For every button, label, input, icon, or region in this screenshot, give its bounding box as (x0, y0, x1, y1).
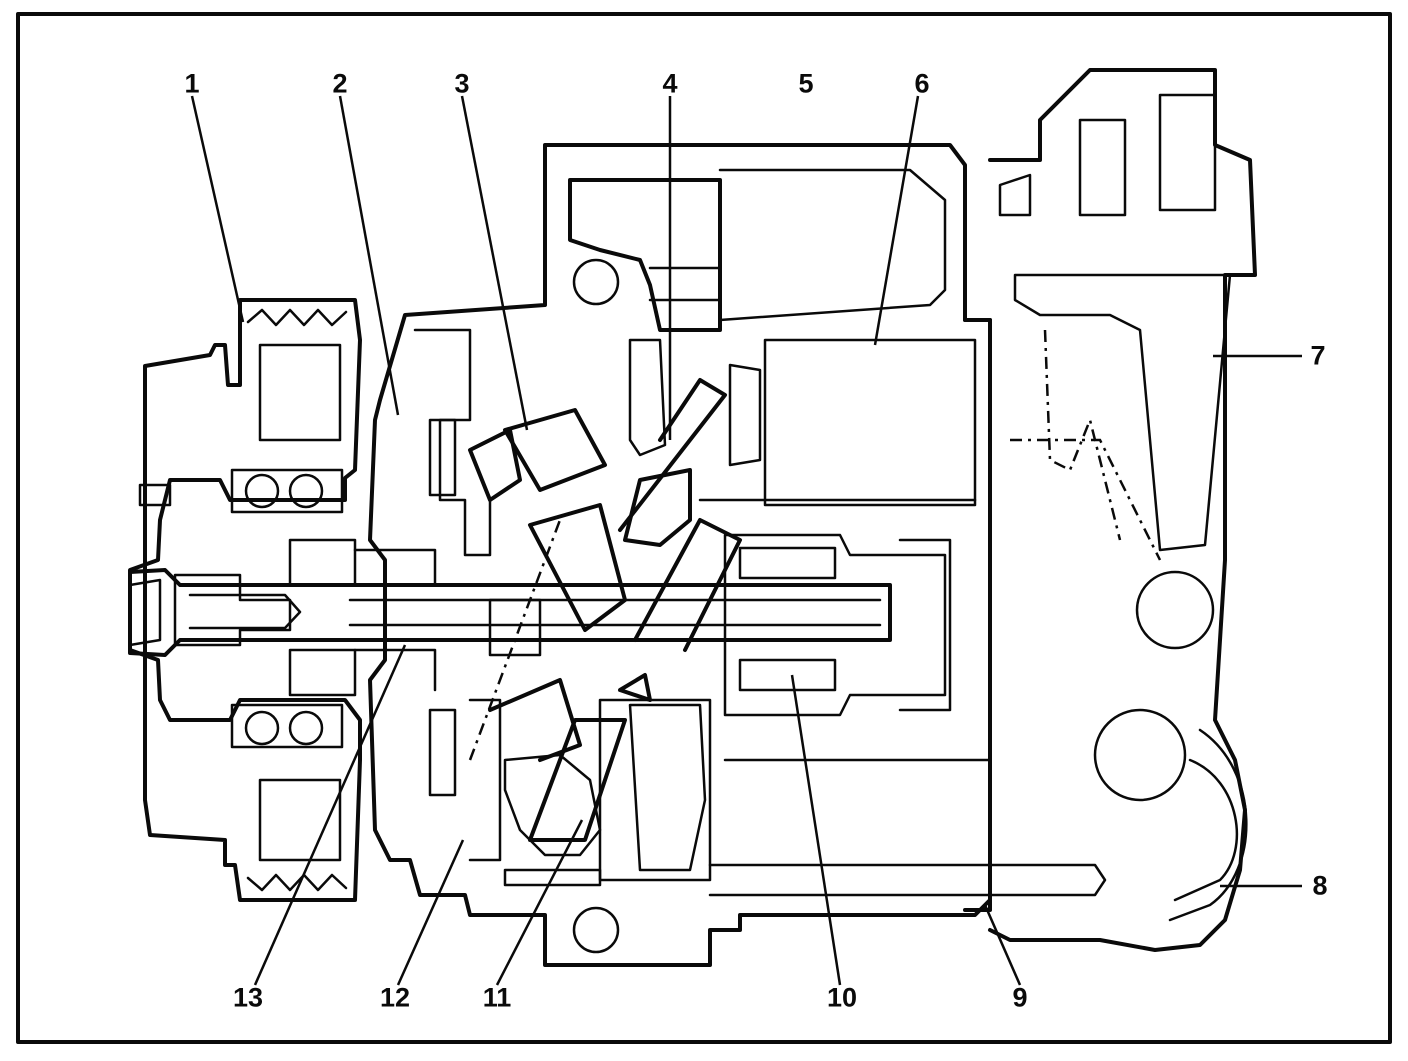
callout-4: 4 (662, 68, 678, 99)
callout-6: 6 (914, 68, 930, 99)
main-shaft (128, 538, 892, 697)
rear-section (708, 318, 1107, 912)
swash-plate-mechanism (468, 378, 742, 842)
callout-11: 11 (482, 982, 512, 1013)
callout-9: 9 (1012, 982, 1028, 1013)
callout-7: 7 (1310, 340, 1326, 371)
callout-3: 3 (454, 68, 470, 99)
pulley-assembly (128, 298, 362, 902)
callout-2: 2 (332, 68, 348, 99)
leader-lines (190, 95, 1302, 986)
callout-10: 10 (826, 982, 858, 1013)
callout-1: 1 (184, 68, 200, 99)
callout-5: 5 (798, 68, 814, 99)
callout-13: 13 (232, 982, 264, 1013)
callout-12: 12 (379, 982, 411, 1013)
callout-8: 8 (1312, 870, 1328, 901)
rear-head (988, 68, 1257, 952)
figure-border (16, 12, 1392, 1044)
compressor-housing (368, 143, 992, 967)
